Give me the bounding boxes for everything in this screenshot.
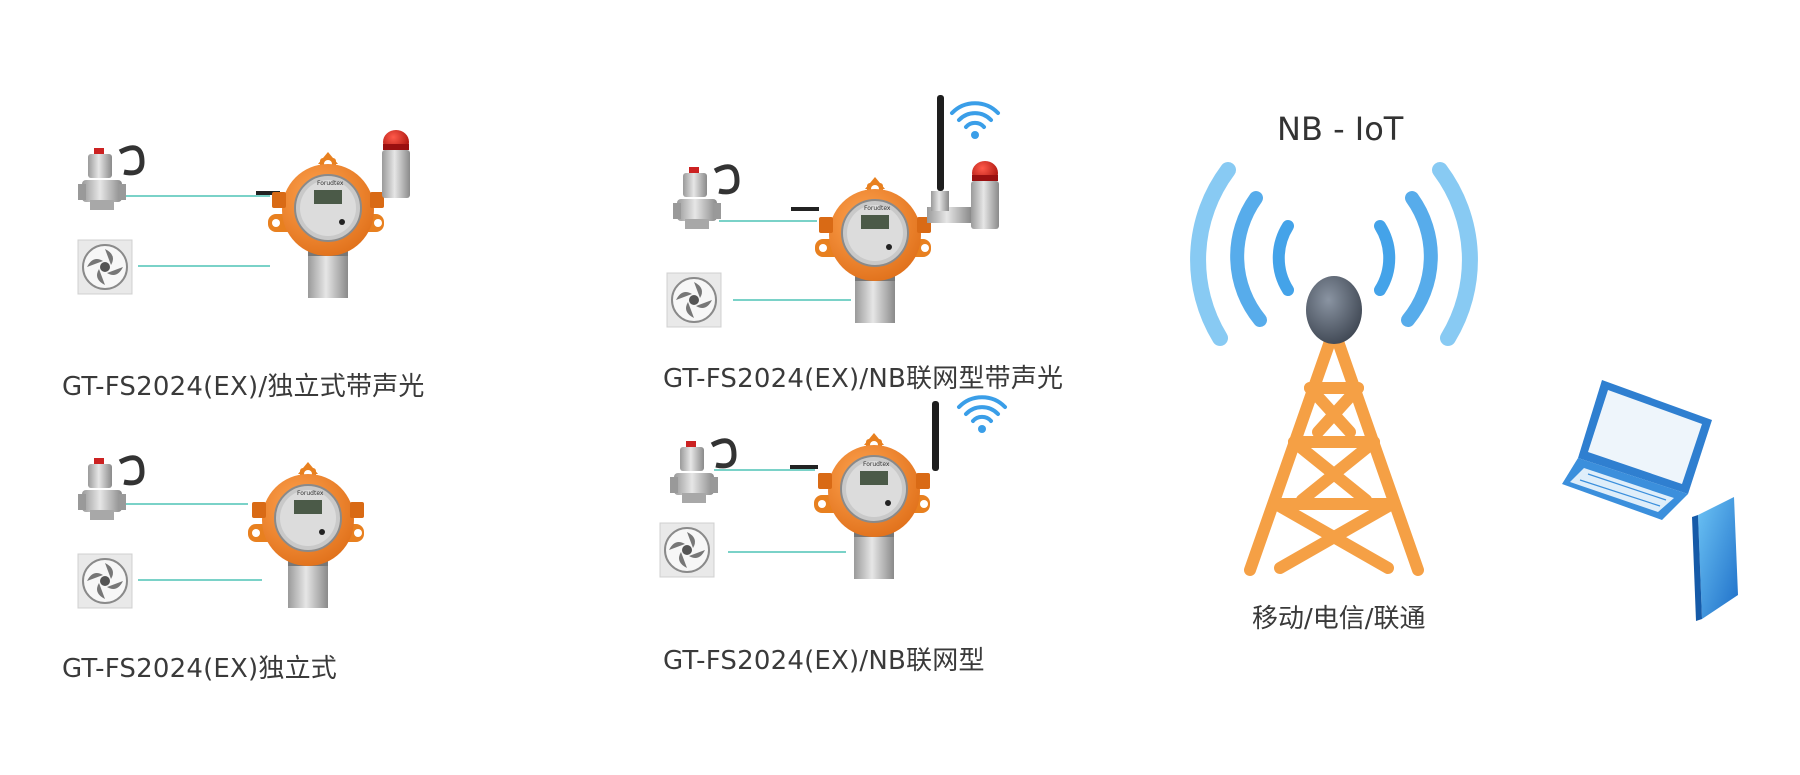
connector-line <box>719 207 851 301</box>
wifi-signal-icon <box>957 395 1007 435</box>
exhaust-fan-icon <box>666 272 722 328</box>
antenna <box>932 401 939 471</box>
product-diagram-nb-with-alarm <box>666 95 1000 328</box>
carrier-label: 移动/电信/联通 <box>1252 604 1426 634</box>
laptop-icon <box>1562 380 1712 520</box>
wifi-signal-icon <box>950 101 1000 141</box>
antenna <box>927 95 971 223</box>
product-caption: GT-FS2024(EX)/NB联网型带声光 <box>663 364 1064 394</box>
gas-detector-icon <box>267 151 385 299</box>
connector-line <box>124 503 262 581</box>
product-diagram-standalone-with-alarm <box>70 130 410 299</box>
solenoid-valve-icon <box>673 167 737 229</box>
product-caption: GT-FS2024(EX)/NB联网型 <box>663 646 985 676</box>
signal-tower-icon <box>1190 162 1478 576</box>
product-diagram-nb <box>659 395 1007 580</box>
product-caption: GT-FS2024(EX)/独立式带声光 <box>62 372 425 402</box>
exhaust-fan-icon <box>659 522 715 578</box>
tower-head <box>1306 276 1362 344</box>
product-caption: GT-FS2024(EX)独立式 <box>62 654 337 684</box>
smartphone-icon <box>1692 497 1738 621</box>
gas-detector-icon <box>247 461 365 609</box>
solenoid-valve-icon <box>78 458 142 520</box>
solenoid-valve-icon <box>78 148 142 210</box>
exhaust-fan-icon <box>77 553 133 609</box>
exhaust-fan-icon <box>77 239 133 295</box>
product-diagram-standalone <box>70 440 365 609</box>
sound-light-alarm-icon <box>382 130 410 198</box>
sound-light-alarm-icon <box>971 161 999 229</box>
connector-line <box>124 191 280 267</box>
tower-structure <box>1244 324 1424 576</box>
gas-detector-icon <box>813 432 931 580</box>
network-title: NB - IoT <box>1277 110 1404 148</box>
gas-detector-icon <box>814 176 932 324</box>
connector-line <box>714 465 846 553</box>
broadcast-waves <box>1190 162 1478 346</box>
solenoid-valve-icon <box>670 441 734 503</box>
